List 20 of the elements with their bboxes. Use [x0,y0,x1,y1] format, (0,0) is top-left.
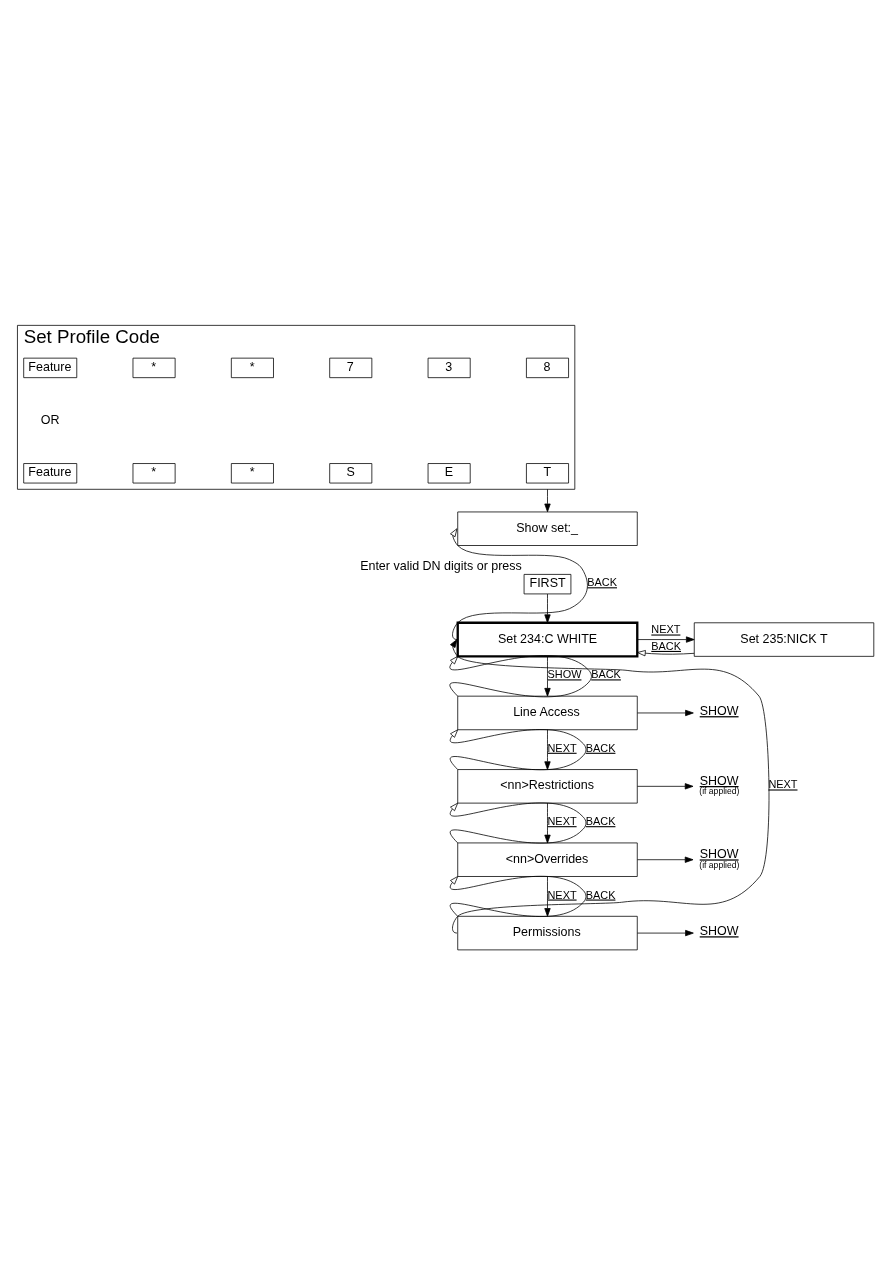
edge-label: BACK [591,667,621,680]
node-label: (if applied) [699,785,740,796]
node-label: Enter valid DN digits or press [360,558,522,573]
node-text: SHOW [699,703,739,718]
label: OR [40,412,60,427]
edge-label: BACK [585,741,616,754]
edge-label: BACK [587,575,618,588]
edge-label: NEXT [547,888,577,901]
edge-label: NEXT [651,622,681,635]
edge-label: NEXT [547,814,577,827]
node-text: SHOW [699,773,739,788]
edge-label: NEXT [768,777,798,790]
edge-label: BACK [585,814,616,827]
edge-label: BACK [585,888,616,901]
edge-label: SHOW [547,667,582,680]
node-label: (if applied) [699,859,740,870]
edge-label: NEXT [547,741,577,754]
node-text: SHOW [699,846,739,861]
node-text: SHOW [699,923,739,938]
edge-label: BACK [651,639,682,652]
